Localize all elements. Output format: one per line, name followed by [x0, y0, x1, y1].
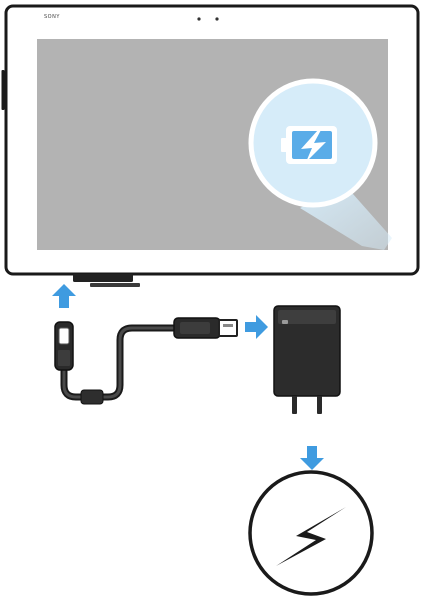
- arrow-down-to-socket: [300, 446, 324, 470]
- arrow-icon: [52, 284, 76, 308]
- brand-logo: SONY: [44, 14, 60, 20]
- usb-cable: [55, 318, 237, 404]
- charging-port: [73, 274, 133, 282]
- arrow-right-to-charger: [245, 315, 268, 339]
- usb-c-connector: [55, 322, 73, 370]
- light-sensor-icon: [215, 17, 218, 20]
- charger-prong-left: [292, 396, 297, 414]
- arrow-icon: [245, 315, 268, 339]
- charger-prong-right: [317, 396, 322, 414]
- dock-base: [90, 283, 140, 287]
- wall-socket: [250, 472, 372, 594]
- charger-adapter: [274, 306, 340, 414]
- ferrite-bead: [81, 390, 103, 404]
- battery-charging-icon: [281, 127, 336, 163]
- front-camera-icon: [197, 17, 200, 20]
- arrow-icon: [300, 446, 324, 470]
- usb-a-connector: [174, 318, 237, 338]
- side-button: [2, 70, 5, 110]
- arrow-up-to-tablet: [52, 284, 76, 308]
